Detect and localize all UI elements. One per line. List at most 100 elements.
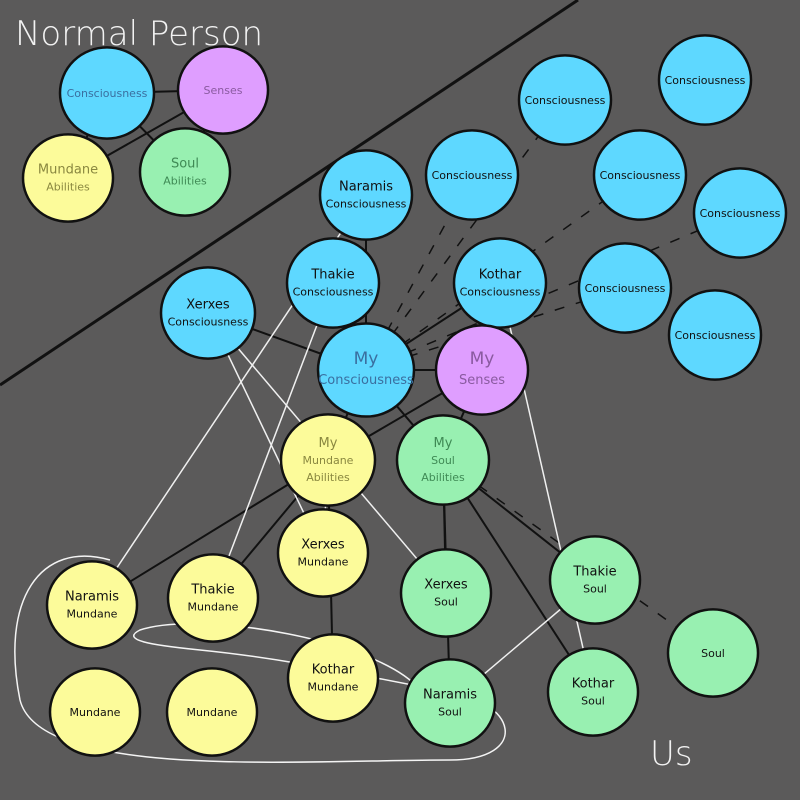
node-label: Thakie <box>310 268 354 283</box>
soul-bubble <box>399 548 493 638</box>
node-label: Abilities <box>421 471 465 484</box>
node-label: Naramis <box>423 688 477 703</box>
consciousness-bubble <box>58 46 156 140</box>
section-divider <box>0 0 579 387</box>
soul-bubble <box>138 127 232 217</box>
node-label: Consciousness <box>318 373 414 388</box>
node-label: Consciousness <box>432 169 513 182</box>
node-label: Consciousness <box>168 316 249 329</box>
senses-bubble <box>434 324 530 416</box>
node-label: Senses <box>204 84 243 97</box>
soul-bubble <box>403 658 497 748</box>
edge-my-c-c5 <box>365 212 741 371</box>
soul-bubble <box>395 414 491 506</box>
node-label: Consciousness <box>585 282 666 295</box>
normal-person-title: Normal Person <box>15 14 263 54</box>
node-label: Mundane <box>67 608 118 621</box>
mundane-bubble <box>286 633 380 723</box>
consciousness-bubble <box>577 242 673 334</box>
node-label: Consciousness <box>675 329 756 342</box>
edge-thakie-c-thakie-m <box>212 282 334 599</box>
node-np-con: Consciousness <box>58 46 156 140</box>
consciousness-bubble <box>452 237 548 329</box>
node-label: Consciousness <box>700 207 781 220</box>
node-label: My <box>470 349 495 369</box>
node-m1: Mundane <box>48 667 142 757</box>
soul-bubble <box>546 647 640 737</box>
node-label: Mundane <box>298 556 349 569</box>
node-label: Senses <box>459 373 505 388</box>
consciousness-bubble <box>159 266 257 360</box>
node-label: Consciousness <box>67 87 148 100</box>
node-c2: Consciousness <box>657 34 753 126</box>
node-label: Consciousness <box>326 198 407 211</box>
node-label: Soul <box>434 596 458 609</box>
node-c4: Consciousness <box>592 129 688 221</box>
soul-bubble <box>666 608 760 698</box>
mundane-bubble <box>166 553 260 643</box>
consciousness-bubble <box>517 54 613 146</box>
node-label: Kothar <box>572 677 615 692</box>
soul-bubble <box>548 535 642 625</box>
node-label: Soul <box>171 157 199 172</box>
consciousness-bubble <box>316 322 416 418</box>
node-label: Thakie <box>190 583 234 598</box>
node-label: Soul <box>431 454 455 467</box>
node-label: Mundane <box>303 454 354 467</box>
node-label: Consciousness <box>293 286 374 299</box>
node-label: Xerxes <box>424 578 468 593</box>
mundane-bubble <box>276 508 370 598</box>
node-c3: Consciousness <box>424 129 520 221</box>
node-label: Thakie <box>572 565 616 580</box>
us-title: Us <box>650 734 693 774</box>
node-label: Kothar <box>312 663 355 678</box>
node-c5: Consciousness <box>692 167 788 259</box>
mundane-bubble <box>165 667 259 757</box>
node-s1: Soul <box>666 608 760 698</box>
node-label: Kothar <box>479 268 522 283</box>
node-label: Consciousness <box>665 74 746 87</box>
node-label: Naramis <box>339 180 393 195</box>
mundane-bubble <box>21 133 115 223</box>
node-label: Mundane <box>188 601 239 614</box>
node-label: Soul <box>701 647 725 660</box>
consciousness-bubble <box>667 289 763 381</box>
node-c6: Consciousness <box>577 242 673 334</box>
node-label: Abilities <box>163 175 207 188</box>
consciousness-bubble <box>692 167 788 259</box>
node-label: Xerxes <box>301 538 345 553</box>
mundane-bubble <box>45 560 139 650</box>
mundane-bubble <box>279 413 377 507</box>
consciousness-bubble <box>424 129 520 221</box>
node-label: Soul <box>438 706 462 719</box>
node-label: Mundane <box>70 706 121 719</box>
node-label: Consciousness <box>460 286 541 299</box>
consciousness-bubble <box>318 149 414 241</box>
node-m2: Mundane <box>165 667 259 757</box>
node-label: Abilities <box>306 471 350 484</box>
node-label: Consciousness <box>600 169 681 182</box>
consciousness-bubble <box>592 129 688 221</box>
consciousness-bubble <box>285 237 381 329</box>
node-label: Consciousness <box>525 94 606 107</box>
node-label: My <box>354 349 379 369</box>
node-label: Mundane <box>187 706 238 719</box>
node-label: Soul <box>581 695 605 708</box>
node-c7: Consciousness <box>667 289 763 381</box>
